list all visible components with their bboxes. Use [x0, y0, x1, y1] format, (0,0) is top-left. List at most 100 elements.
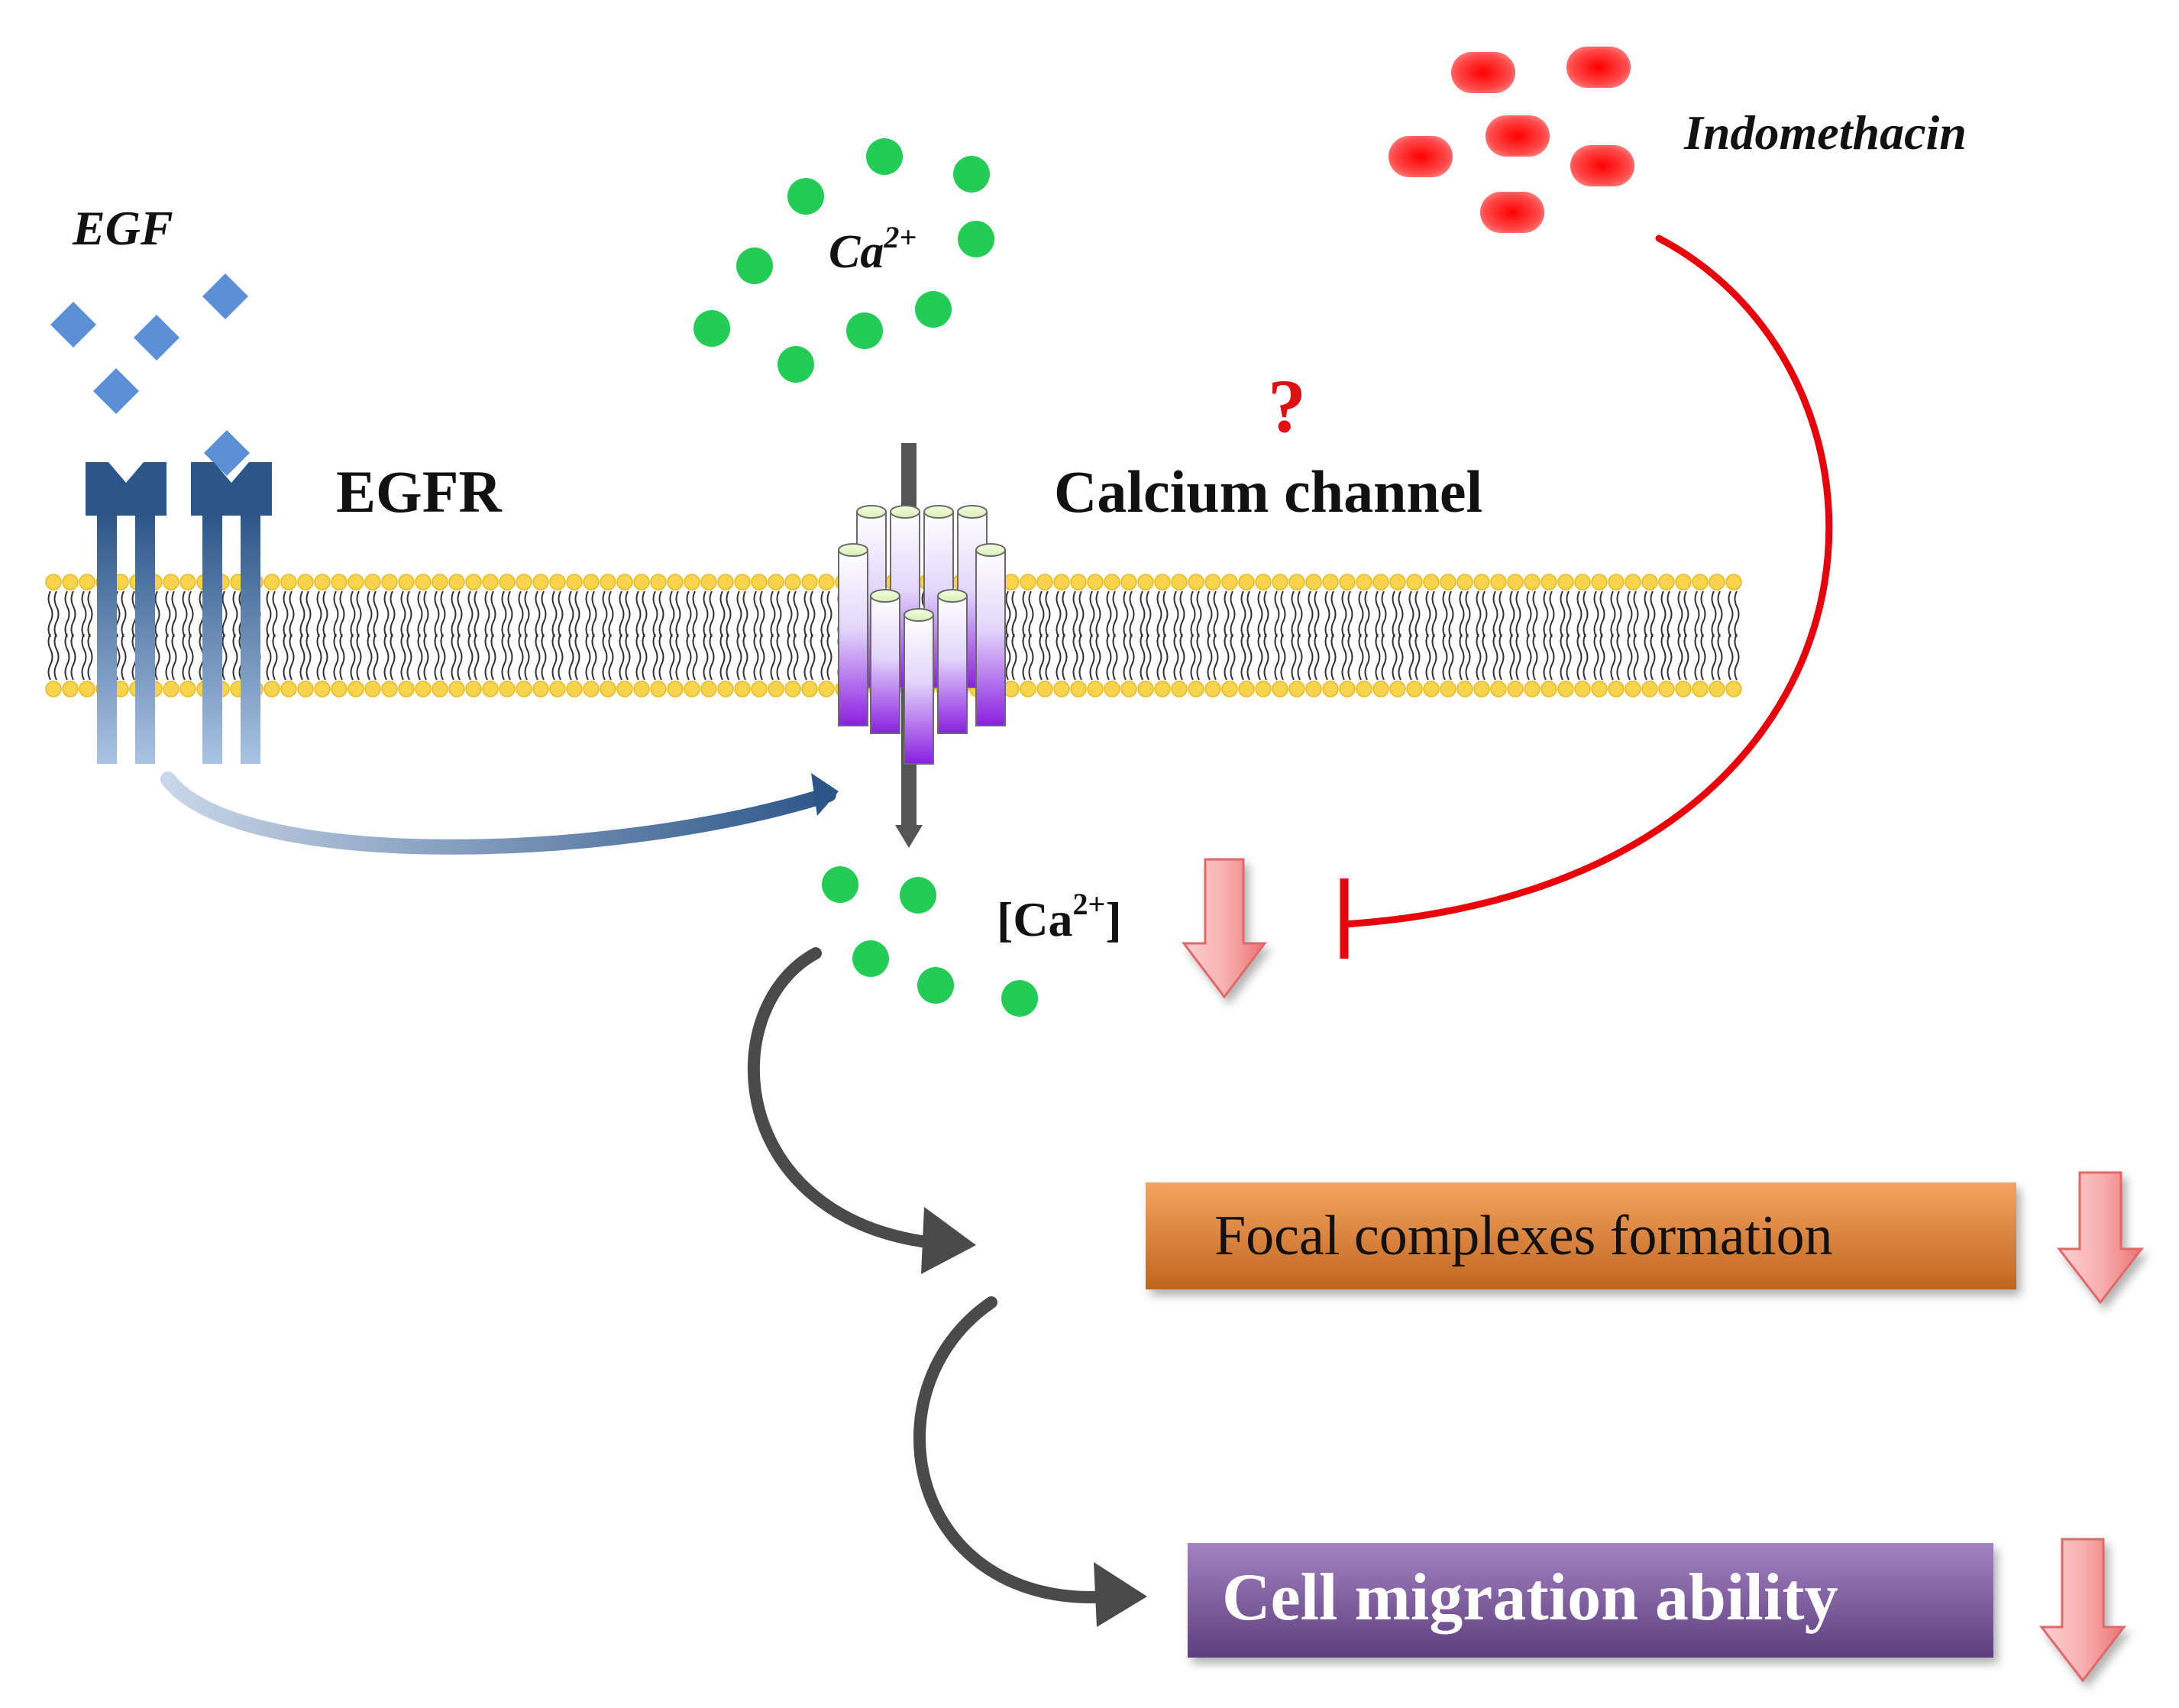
lipid-head	[79, 681, 95, 697]
lipid-tail	[568, 590, 574, 638]
lipid-head	[62, 681, 79, 697]
lipid-tail	[635, 633, 642, 681]
lipid-tail	[1448, 590, 1454, 638]
lipid-tail	[1683, 633, 1689, 681]
lipid-head	[1188, 681, 1204, 697]
lipid-tail	[1056, 633, 1062, 681]
lipid-tail	[1022, 590, 1028, 638]
lipid-tail	[451, 633, 457, 681]
lipid-head	[163, 681, 179, 697]
lipid-tail	[1140, 590, 1146, 638]
egfr-activation-arrow-head	[811, 773, 839, 816]
lipid-head	[381, 681, 398, 697]
lipid-head	[79, 574, 95, 590]
lipid-head	[633, 681, 650, 697]
lipid-tail	[625, 633, 631, 681]
lipid-tail	[1425, 633, 1431, 681]
lipid-head	[1288, 574, 1305, 590]
lipid-tail	[602, 633, 608, 681]
channel-arrow-head	[895, 825, 923, 848]
lipid-head	[331, 574, 348, 590]
lipid-head	[163, 574, 179, 590]
lipid-tail	[810, 633, 816, 681]
lipid-tail	[692, 633, 698, 681]
lipid-tail	[154, 633, 160, 681]
lipid-tail	[619, 633, 625, 681]
calcium-ion	[846, 312, 883, 349]
cell-migration-box	[1188, 1543, 1993, 1658]
lipid-tail	[47, 590, 53, 638]
lipid-tail	[299, 633, 306, 681]
decrease-arrow	[1181, 858, 1268, 999]
lipid-head	[499, 681, 516, 697]
lipid-tail	[558, 633, 564, 681]
lipid-tail	[1156, 590, 1162, 638]
lipid-head	[1557, 681, 1574, 697]
focal-to-migration-arrow	[913, 1296, 1117, 1603]
lipid-tail	[1717, 590, 1723, 638]
lipid-tail	[1683, 590, 1689, 638]
lipid-tail	[154, 590, 160, 638]
lipid-tail	[1190, 633, 1196, 681]
lipid-tail	[1476, 590, 1482, 638]
lipid-tail	[1734, 633, 1740, 681]
lipid-head	[465, 574, 482, 590]
lipid-tail	[726, 633, 732, 681]
lipid-tail	[1398, 590, 1404, 638]
lipid-tail	[1072, 590, 1078, 638]
lipid-tail	[53, 633, 60, 681]
lipid-tail	[635, 590, 642, 638]
lipid-head	[482, 574, 499, 590]
calcium-channel-label: Calcium channel	[1054, 458, 1482, 525]
lipid-head	[364, 574, 381, 590]
lipid-tail	[675, 590, 681, 638]
lipid-tail	[1549, 633, 1555, 681]
lipid-tail	[221, 633, 228, 681]
lipid-tail	[1022, 633, 1028, 681]
lipid-tail	[742, 590, 748, 638]
lipid-head	[549, 574, 566, 590]
lipid-tail	[1364, 633, 1370, 681]
lipid-tail	[232, 633, 238, 681]
lipid-tail	[1240, 590, 1246, 638]
lipid-tail	[423, 633, 429, 681]
lipid-tail	[70, 590, 76, 638]
lipid-tail	[1179, 590, 1185, 638]
lipid-tail	[1207, 590, 1213, 638]
channel-subunit-cap	[957, 505, 988, 519]
lipid-head	[1507, 574, 1524, 590]
lipid-tail	[490, 590, 496, 638]
focal-to-migration-arrow-head	[1094, 1562, 1147, 1627]
lipid-head	[1641, 681, 1658, 697]
lipid-tail	[1257, 590, 1263, 638]
lipid-tail	[1583, 633, 1589, 681]
lipid-tail	[1717, 633, 1723, 681]
lipid-head	[482, 681, 499, 697]
lipid-tail	[759, 590, 765, 638]
lipid-tail	[440, 590, 446, 638]
lipid-tail	[1062, 590, 1068, 638]
lipid-tail	[703, 590, 709, 638]
lipid-head	[616, 574, 633, 590]
lipid-tail	[1308, 633, 1314, 681]
lipid-tail	[339, 633, 345, 681]
lipid-head	[314, 574, 331, 590]
lipid-tail	[810, 590, 816, 638]
lipid-tail	[64, 590, 70, 638]
decrease-arrow	[2056, 1171, 2145, 1305]
lipid-tail	[457, 590, 463, 638]
lipid-tail	[642, 590, 648, 638]
lipid-tail	[793, 590, 799, 638]
calcium-ion	[736, 247, 773, 284]
egf-ligand-diamond	[93, 368, 139, 414]
lipid-tail	[524, 633, 530, 681]
ca-in-superscript: 2+	[1073, 887, 1106, 921]
lipid-head	[179, 574, 196, 590]
lipid-head	[1608, 574, 1625, 590]
lipid-tail	[423, 590, 429, 638]
lipid-tail	[400, 590, 406, 638]
lipid-tail	[1728, 633, 1734, 681]
lipid-tail	[1728, 590, 1734, 638]
lipid-head	[1574, 574, 1591, 590]
lipid-tail	[669, 590, 675, 638]
